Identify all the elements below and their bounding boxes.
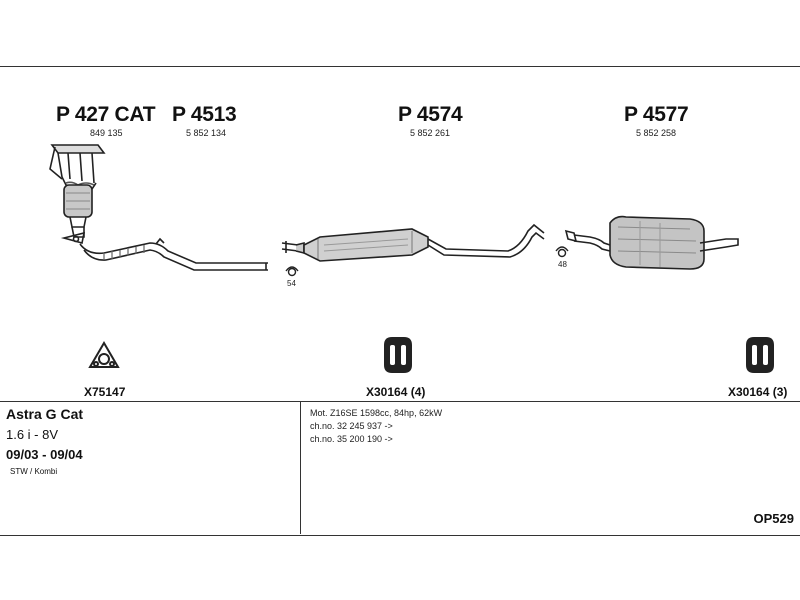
exhaust-drawing — [49, 144, 774, 373]
part-number-p4513: P 4513 — [172, 103, 237, 126]
oe-number-p427cat: 849 135 — [90, 128, 123, 138]
clamp-icon — [285, 266, 299, 277]
exhaust-diagram: P 427 CAT 849 135 P 4513 5 852 134 P 457… — [0, 67, 800, 399]
clamp-label-right: 48 — [558, 260, 567, 269]
exhaust-system-sheet: P 427 CAT 849 135 P 4513 5 852 134 P 457… — [0, 66, 800, 536]
vehicle-engine: 1.6 i - 8V — [6, 427, 59, 442]
info-column-divider — [300, 401, 301, 534]
front-pipe-drawing — [60, 231, 268, 271]
accessory-label-hanger-rear: X30164 (3) — [728, 385, 788, 399]
vehicle-years: 09/03 - 09/04 — [6, 447, 83, 462]
reference-code: OP529 — [753, 511, 794, 526]
vehicle-model: Astra G Cat — [6, 406, 84, 422]
clamp-label-left: 54 — [287, 279, 296, 288]
gasket-icon — [88, 341, 120, 368]
part-number-p427cat: P 427 CAT — [56, 103, 156, 126]
center-muffler-drawing — [281, 223, 545, 262]
part-number-p4577: P 4577 — [624, 103, 689, 126]
engine-spec: Mot. Z16SE 1598cc, 84hp, 62kW — [310, 408, 443, 418]
chassis-number-2: ch.no. 35 200 190 -> — [310, 434, 393, 444]
oe-number-p4513: 5 852 134 — [186, 128, 227, 138]
rubber-hanger-icon — [384, 337, 412, 373]
accessory-label-hanger-mid: X30164 (4) — [366, 385, 426, 399]
vehicle-body-type: STW / Kombi — [10, 467, 58, 476]
rubber-hanger-icon — [746, 337, 774, 373]
catalytic-manifold-drawing — [49, 144, 106, 238]
clamp-icon — [555, 246, 569, 258]
rear-muffler-drawing — [564, 215, 739, 270]
part-number-p4574: P 4574 — [398, 103, 463, 126]
accessory-label-gasket: X75147 — [84, 385, 126, 399]
info-divider — [0, 401, 800, 402]
oe-number-p4574: 5 852 261 — [410, 128, 451, 138]
oe-number-p4577: 5 852 258 — [636, 128, 677, 138]
chassis-number-1: ch.no. 32 245 937 -> — [310, 421, 393, 431]
